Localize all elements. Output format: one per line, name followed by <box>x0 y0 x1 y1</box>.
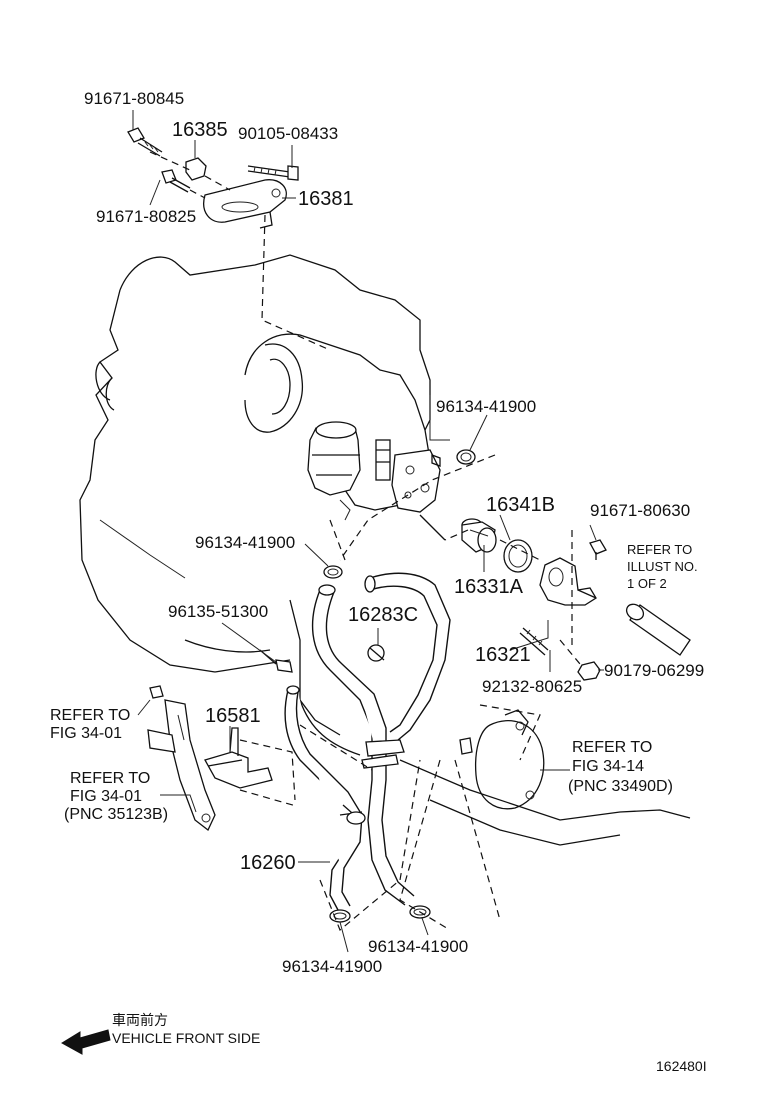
label-16381: 16381 <box>298 188 354 210</box>
illustration-id: 162480I <box>656 1058 707 1074</box>
label-90179-06299: 90179-06299 <box>604 661 704 680</box>
bolt-90105-08433 <box>247 165 299 181</box>
hose-16260 <box>284 685 363 911</box>
ref-fig-34-14-line1: REFER TO <box>572 739 652 756</box>
engine-lower-edge <box>399 759 691 846</box>
label-92132-80625: 92132-80625 <box>482 677 582 696</box>
label-91671-80825: 91671-80825 <box>96 207 196 226</box>
hose-end-ref <box>625 603 691 656</box>
label-16260: 16260 <box>240 852 296 874</box>
gasket-16341B <box>503 539 533 573</box>
label-16321: 16321 <box>475 644 531 666</box>
label-90105-08433: 90105-08433 <box>238 124 338 143</box>
clamp-16283C <box>367 644 385 662</box>
water-inlet-16321 <box>539 557 597 606</box>
cylinder-head <box>244 333 446 541</box>
label-91671-80845: 91671-80845 <box>84 89 184 108</box>
ref-fig-34-14-line2: FIG 34-14 <box>572 758 644 775</box>
bracket-fig-34-01 <box>147 699 216 832</box>
label-96135-51300: 96135-51300 <box>168 602 268 621</box>
label-16341B: 16341B <box>486 494 555 516</box>
clamp-96134-41900-b <box>323 565 343 579</box>
bolt-91671-80630 <box>589 539 607 560</box>
label-96134-41900-b: 96134-41900 <box>195 533 295 552</box>
ref-fig-34-01-a-line1: REFER TO <box>50 707 130 724</box>
hose-clip <box>361 739 405 769</box>
bracket-16381 <box>203 179 287 229</box>
ref-fig-34-01-b-line2: FIG 34-01 <box>70 788 142 805</box>
hose-main <box>311 584 415 906</box>
label-16283C: 16283C <box>348 604 418 626</box>
ref-illust-line2: ILLUST NO. <box>627 559 698 574</box>
label-91671-80630: 91671-80630 <box>590 501 690 520</box>
clamp-96134-41900-c <box>329 909 351 923</box>
nut-90179-06299 <box>577 661 601 681</box>
bracket-16581 <box>204 727 273 789</box>
label-16581: 16581 <box>205 705 261 727</box>
bolt-91671-80825 <box>161 169 191 193</box>
thermostat-16331A <box>461 518 497 553</box>
ref-fig-34-14-line3: (PNC 33490D) <box>568 778 673 795</box>
engine-block-outline <box>79 254 431 756</box>
stud-92132-80625 <box>519 627 549 656</box>
label-96134-41900-a: 96134-41900 <box>436 397 536 416</box>
sensor-96135-51300 <box>259 649 293 673</box>
bolt-fig-34-01 <box>149 685 164 699</box>
leader-lines <box>132 110 604 953</box>
hose-16283C <box>364 572 451 741</box>
ref-fig-34-01-a-line2: FIG 34-01 <box>50 725 122 742</box>
nut-16385 <box>185 157 207 181</box>
ref-illust-line1: REFER TO <box>627 542 692 557</box>
label-16331A: 16331A <box>454 576 524 598</box>
ref-illust-line3: 1 OF 2 <box>627 576 667 591</box>
pump-fig-34-14 <box>459 709 545 810</box>
bolt-91671-80845 <box>127 127 163 157</box>
ref-fig-34-01-b-line1: REFER TO <box>70 770 150 787</box>
vehicle-front-jp: 車両前方 <box>112 1012 168 1028</box>
label-16385: 16385 <box>172 119 228 141</box>
front-arrow-icon <box>61 1029 111 1055</box>
label-96134-41900-d: 96134-41900 <box>368 937 468 956</box>
vehicle-front-en: VEHICLE FRONT SIDE <box>112 1030 260 1046</box>
clamp-mid <box>346 811 366 825</box>
label-96134-41900-c: 96134-41900 <box>282 957 382 976</box>
ref-fig-34-01-b-line3: (PNC 35123B) <box>64 806 168 823</box>
clamp-96134-41900-a <box>456 449 476 465</box>
